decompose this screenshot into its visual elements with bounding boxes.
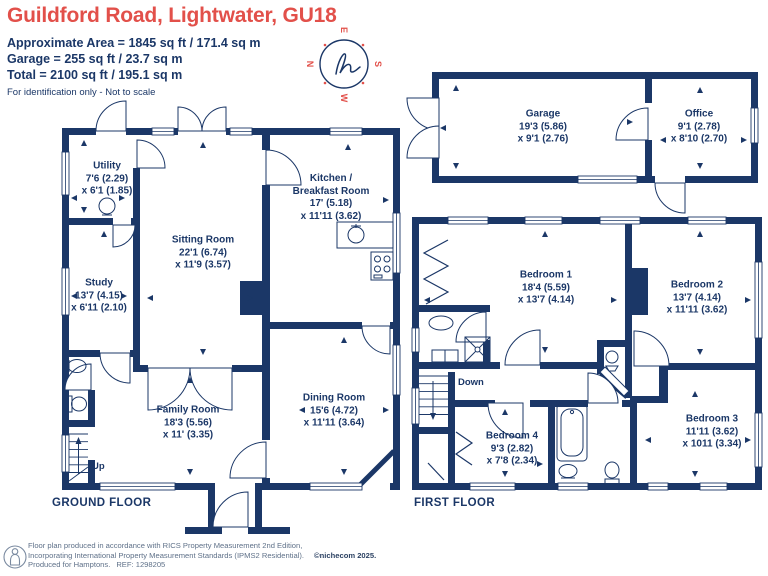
hamptons-logo-script-h [335, 53, 361, 75]
person-icon [3, 545, 27, 569]
compass-west-label: W [339, 94, 349, 103]
toilet-icon [65, 395, 87, 413]
wardrobe-icon [422, 239, 474, 481]
bathroom-toilet-icon [604, 461, 620, 486]
footer-line3-row: Produced for Hamptons. REF: 1298205 [28, 560, 376, 570]
shower-icon [464, 336, 491, 363]
compass-north-label: N [305, 61, 315, 68]
page-title: Guildford Road, Lightwater, GU18 [7, 4, 337, 27]
door-swings [64, 97, 686, 528]
fixtures [65, 197, 620, 486]
cloakroom-basin-icon [605, 350, 619, 372]
kitchen-counter [336, 221, 394, 281]
washer-icon [98, 197, 116, 216]
produced-for-text: Produced for Hamptons. [28, 560, 111, 570]
first-floor-walls [412, 72, 762, 490]
footer-line2: Incorporating International Property Mea… [28, 550, 305, 560]
footer: Floor plan produced in accordance with R… [28, 541, 376, 570]
windows [61, 107, 763, 491]
compass-east-label: E [339, 27, 349, 33]
vanity-unit [431, 349, 459, 363]
stairs-down-label: Down [458, 377, 484, 388]
bathroom-basin-icon [558, 464, 578, 479]
footer-line1: Floor plan produced in accordance with R… [28, 541, 303, 550]
ensuite-basin-icon [428, 315, 454, 331]
stove-icon [370, 251, 394, 281]
total-area-line: Total = 2100 sq ft / 195.1 sq m [7, 68, 183, 82]
dimension-arrows [71, 85, 751, 477]
bath-icon [556, 403, 588, 462]
sink-icon [67, 359, 87, 373]
disclaimer-text: For identification only - Not to scale [7, 87, 156, 98]
stair-treads [68, 375, 448, 482]
copyright-text: ©nichecom 2025. [314, 550, 377, 560]
header: Guildford Road, Lightwater, GU18 Approxi… [7, 4, 337, 98]
ground-floor-title: GROUND FLOOR [52, 497, 152, 509]
garage-area-line: Garage = 255 sq ft / 23.7 sq m [7, 52, 183, 66]
compass-rose: E N S W [305, 27, 383, 103]
approximate-area-line: Approximate Area = 1845 sq ft / 171.4 sq… [7, 36, 261, 50]
first-floor-title: FIRST FLOOR [414, 497, 496, 509]
compass-south-label: S [373, 61, 383, 67]
stairs-up-label: Up [92, 461, 105, 472]
kitchen-sink-icon [347, 224, 365, 244]
footer-line2-row: Incorporating International Property Mea… [28, 551, 376, 561]
reference-number: REF: 1298205 [116, 560, 166, 570]
